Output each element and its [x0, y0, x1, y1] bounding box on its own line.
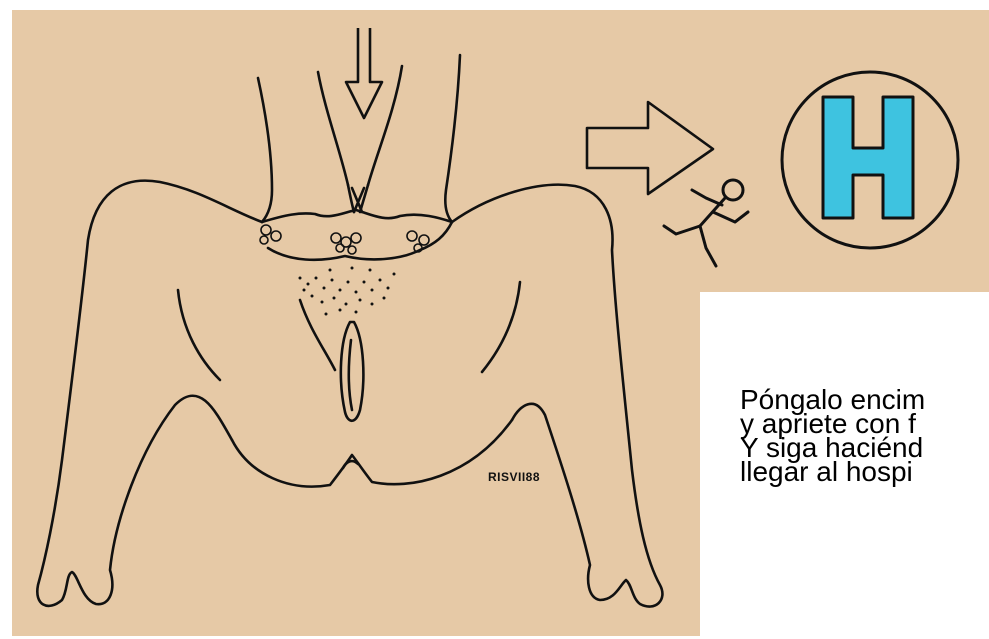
down-arrow-icon [346, 28, 382, 118]
pubic-hair-dots [299, 267, 396, 316]
caption-text: Póngalo encim y apriete con f Y siga hac… [740, 388, 925, 484]
pubic-band-top [262, 210, 452, 222]
caption-line: llegar al hospi [740, 460, 925, 484]
right-arrow-icon [587, 102, 713, 194]
artist-signature: RISVII88 [488, 470, 540, 484]
buttocks-outline [232, 420, 512, 487]
left-leg-outline [37, 181, 262, 606]
caption-box: Póngalo encim y apriete con f Y siga hac… [700, 292, 989, 639]
left-hand-outline [258, 78, 272, 222]
running-person-icon [664, 180, 748, 266]
right-finger-line [368, 66, 402, 185]
compress-bubbles [260, 225, 429, 254]
right-hand-outline [445, 55, 460, 222]
left-finger-line [318, 72, 348, 185]
hospital-sign-icon [782, 72, 958, 248]
right-leg-outline [452, 185, 662, 607]
